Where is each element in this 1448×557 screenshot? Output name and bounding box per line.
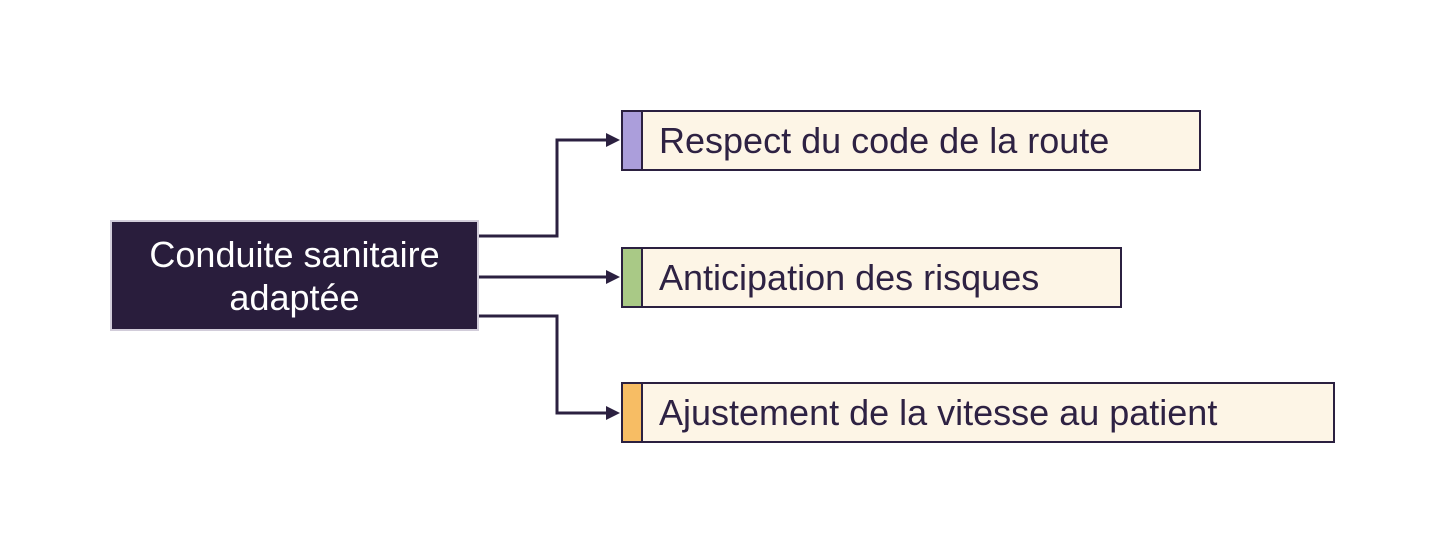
- accent-bar: [623, 384, 643, 441]
- child-node-respect-du-code: Respect du code de la route: [621, 110, 1201, 171]
- arrowhead-child-3-icon: [606, 406, 620, 420]
- child-node-ajustement-de-la-vitesse: Ajustement de la vitesse au patient: [621, 382, 1335, 443]
- child-node-label: Anticipation des risques: [659, 256, 1040, 298]
- arrowhead-child-1-icon: [606, 133, 620, 147]
- child-node-label: Respect du code de la route: [659, 119, 1110, 161]
- accent-bar: [623, 249, 643, 306]
- connector-root-to-child-3: [477, 314, 606, 415]
- accent-bar: [623, 112, 643, 169]
- root-node: Conduite sanitaire adaptée: [110, 220, 479, 331]
- child-node-anticipation-des-risques: Anticipation des risques: [621, 247, 1122, 308]
- root-node-label: Conduite sanitaire adaptée: [149, 233, 440, 318]
- connector-root-to-child-1: [477, 138, 606, 238]
- arrowhead-child-2-icon: [606, 270, 620, 284]
- child-node-label: Ajustement de la vitesse au patient: [659, 391, 1218, 433]
